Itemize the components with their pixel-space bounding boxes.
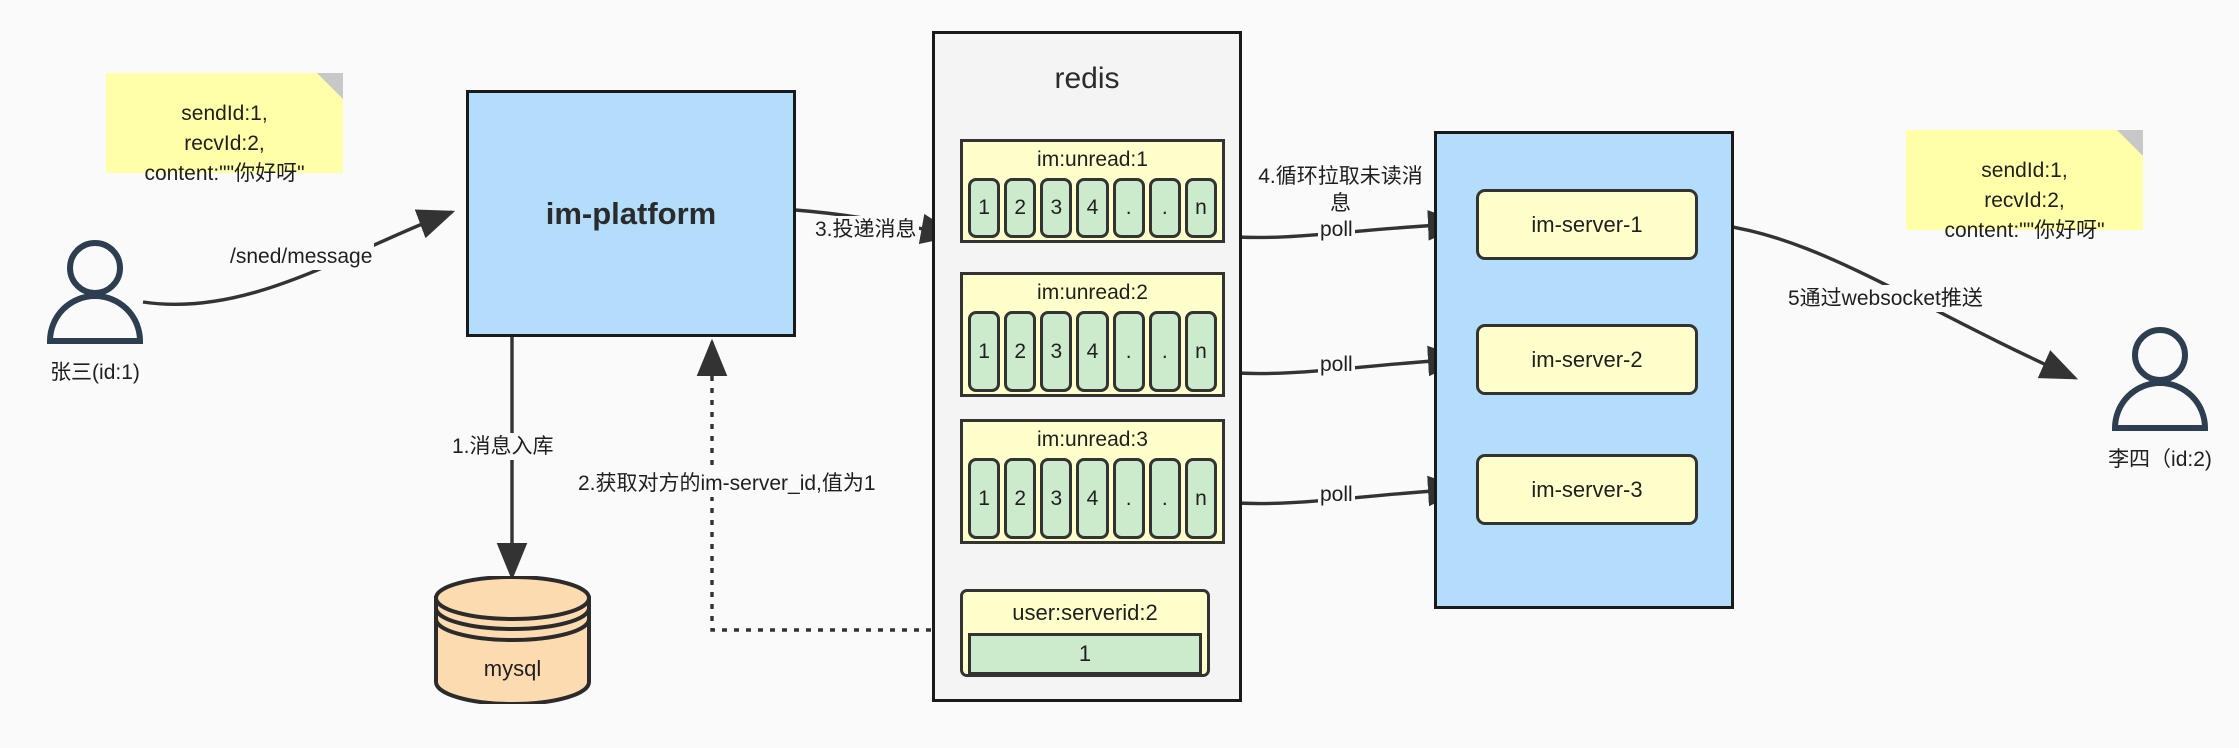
- redis-key-im-unread-3[interactable]: im:unread:3 1 2 3 4 . . n: [960, 419, 1225, 544]
- redis-cell-row: 1 2 3 4 . . n: [963, 311, 1222, 396]
- note-right-line-2: recvId:2,: [1984, 189, 2065, 212]
- im-platform-label: im-platform: [545, 195, 717, 231]
- redis-key-name: im:unread:2: [1037, 281, 1148, 304]
- note-right-line-3: content:""你好呀": [1944, 219, 2105, 242]
- redis-cell[interactable]: n: [1184, 178, 1217, 238]
- edge-label-send-message: /sned/message: [228, 243, 375, 270]
- actor-receiver: 李四（id:2): [2095, 325, 2225, 473]
- im-server-1-box[interactable]: im-server-1: [1476, 189, 1698, 260]
- edge-label-poll-2: poll: [1318, 351, 1355, 378]
- redis-cell[interactable]: 4: [1076, 178, 1109, 238]
- note-left-line-3: content:""你好呀": [144, 162, 305, 185]
- redis-cell[interactable]: 4: [1076, 458, 1109, 539]
- redis-cell[interactable]: 1: [968, 311, 1001, 392]
- database-cylinder-icon: [434, 575, 591, 706]
- im-server-2-box[interactable]: im-server-2: [1476, 324, 1698, 395]
- redis-cell[interactable]: .: [1112, 311, 1145, 392]
- edge-label-step3: 3.投递消息: [813, 216, 919, 243]
- redis-cell[interactable]: .: [1148, 178, 1181, 238]
- redis-cell[interactable]: .: [1148, 458, 1181, 539]
- redis-cell[interactable]: 2: [1004, 178, 1037, 238]
- redis-mapping-value[interactable]: 1: [968, 633, 1202, 675]
- actor-sender: 张三(id:1): [30, 238, 160, 386]
- note-left-payload: sendId:1, recvId:2, content:""你好呀": [106, 73, 343, 185]
- note-right-payload: sendId:1, recvId:2, content:""你好呀": [1906, 130, 2143, 242]
- redis-cell[interactable]: 2: [1004, 311, 1037, 392]
- user-icon: [2111, 327, 2209, 431]
- redis-cell[interactable]: .: [1112, 178, 1145, 238]
- edge-label-step1: 1.消息入库: [450, 433, 556, 460]
- redis-key-user-serverid[interactable]: user:serverid:2 1: [960, 589, 1210, 677]
- redis-cell[interactable]: 3: [1040, 311, 1073, 392]
- note-left-line-2: recvId:2,: [184, 132, 265, 155]
- redis-cell[interactable]: 1: [968, 178, 1001, 238]
- redis-cell[interactable]: .: [1148, 311, 1181, 392]
- redis-cell[interactable]: n: [1184, 458, 1217, 539]
- redis-key-name: im:unread:1: [1037, 148, 1148, 171]
- user-icon: [46, 240, 144, 344]
- redis-cell[interactable]: 4: [1076, 311, 1109, 392]
- redis-key-im-unread-1[interactable]: im:unread:1 1 2 3 4 . . n: [960, 139, 1225, 243]
- redis-key-name: im:unread:3: [1037, 428, 1148, 451]
- mysql-label: mysql: [483, 656, 542, 681]
- note-left-line-1: sendId:1,: [181, 102, 268, 125]
- redis-cell-row: 1 2 3 4 . . n: [963, 178, 1222, 242]
- redis-cell[interactable]: .: [1112, 458, 1145, 539]
- actor-sender-label: 张三(id:1): [50, 361, 140, 384]
- redis-cell[interactable]: n: [1184, 311, 1217, 392]
- im-server-3-label: im-server-3: [1531, 476, 1643, 502]
- redis-mapping-key-name: user:serverid:2: [1012, 600, 1158, 625]
- edge-label-step5: 5通过websocket推送: [1786, 285, 1985, 312]
- mysql-database[interactable]: mysql: [430, 575, 595, 706]
- redis-cell[interactable]: 3: [1040, 178, 1073, 238]
- redis-cell[interactable]: 2: [1004, 458, 1037, 539]
- redis-key-im-unread-2[interactable]: im:unread:2 1 2 3 4 . . n: [960, 272, 1225, 397]
- im-server-1-label: im-server-1: [1531, 211, 1643, 237]
- im-server-3-box[interactable]: im-server-3: [1476, 454, 1698, 525]
- edge-label-poll-3: poll: [1318, 481, 1355, 508]
- note-fold-corner-icon: [2117, 130, 2143, 156]
- note-fold-corner-icon: [317, 73, 343, 99]
- edge-label-poll-1: poll: [1318, 216, 1355, 243]
- im-server-2-label: im-server-2: [1531, 346, 1643, 372]
- redis-cell[interactable]: 1: [968, 458, 1001, 539]
- edge-label-step4: 4.循环拉取未读消 息: [1256, 163, 1425, 217]
- redis-cell-row: 1 2 3 4 . . n: [963, 458, 1222, 543]
- note-right-line-1: sendId:1,: [1981, 159, 2068, 182]
- edge-label-step2: 2.获取对方的im-server_id,值为1: [576, 470, 878, 497]
- actor-receiver-label: 李四（id:2): [2108, 448, 2212, 471]
- redis-cell[interactable]: 3: [1040, 458, 1073, 539]
- redis-title: redis: [1054, 62, 1120, 95]
- im-platform-box[interactable]: im-platform: [466, 90, 796, 337]
